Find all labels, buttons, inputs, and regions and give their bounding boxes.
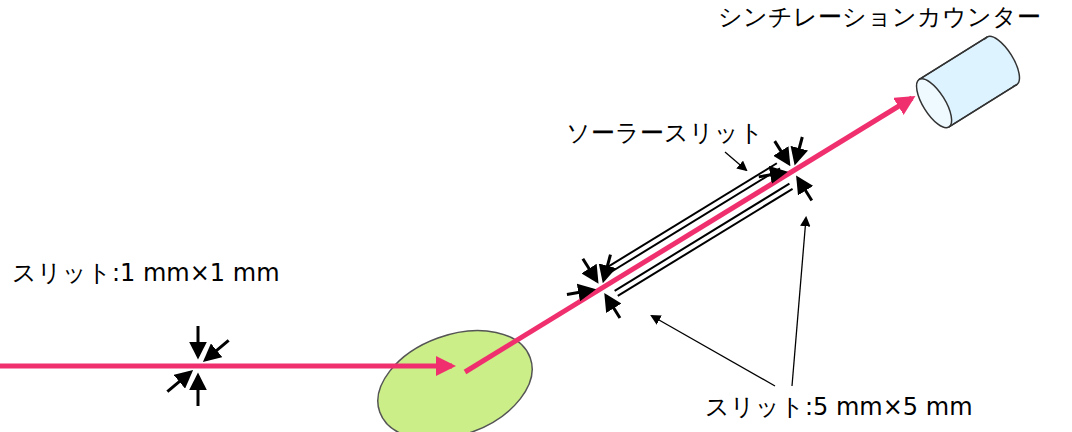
soller-plate — [618, 189, 793, 296]
soller-slit-label: ソーラースリット — [566, 118, 764, 148]
slit-arrow — [197, 376, 200, 406]
slit-arrow — [798, 178, 812, 200]
slit-arrow — [583, 259, 597, 281]
soller-plate — [602, 163, 777, 270]
soller-plate — [615, 184, 790, 291]
sample — [363, 311, 548, 432]
slit-arrow — [759, 172, 785, 177]
slit-arrow — [567, 290, 593, 295]
slit-label: スリット:1 mm×1 mm — [12, 258, 280, 288]
diffracted-beam — [465, 98, 912, 372]
slit-arrow — [796, 137, 803, 162]
slit-label: スリット:5 mm×5 mm — [705, 392, 973, 422]
leader-line — [725, 152, 746, 170]
slit-arrow — [606, 296, 620, 318]
slit-arrow — [197, 326, 200, 356]
soller-plate — [605, 168, 780, 275]
scintillation-counter — [910, 31, 1026, 133]
slit-arrow — [167, 372, 190, 391]
leader-line — [792, 218, 806, 386]
leader-line — [652, 316, 775, 386]
incident-beam — [0, 364, 452, 369]
slit-arrow — [775, 141, 789, 163]
slit-arrow — [206, 340, 229, 359]
counter-label: シンチレーションカウンター — [718, 2, 1041, 32]
slit-arrow — [604, 255, 611, 280]
